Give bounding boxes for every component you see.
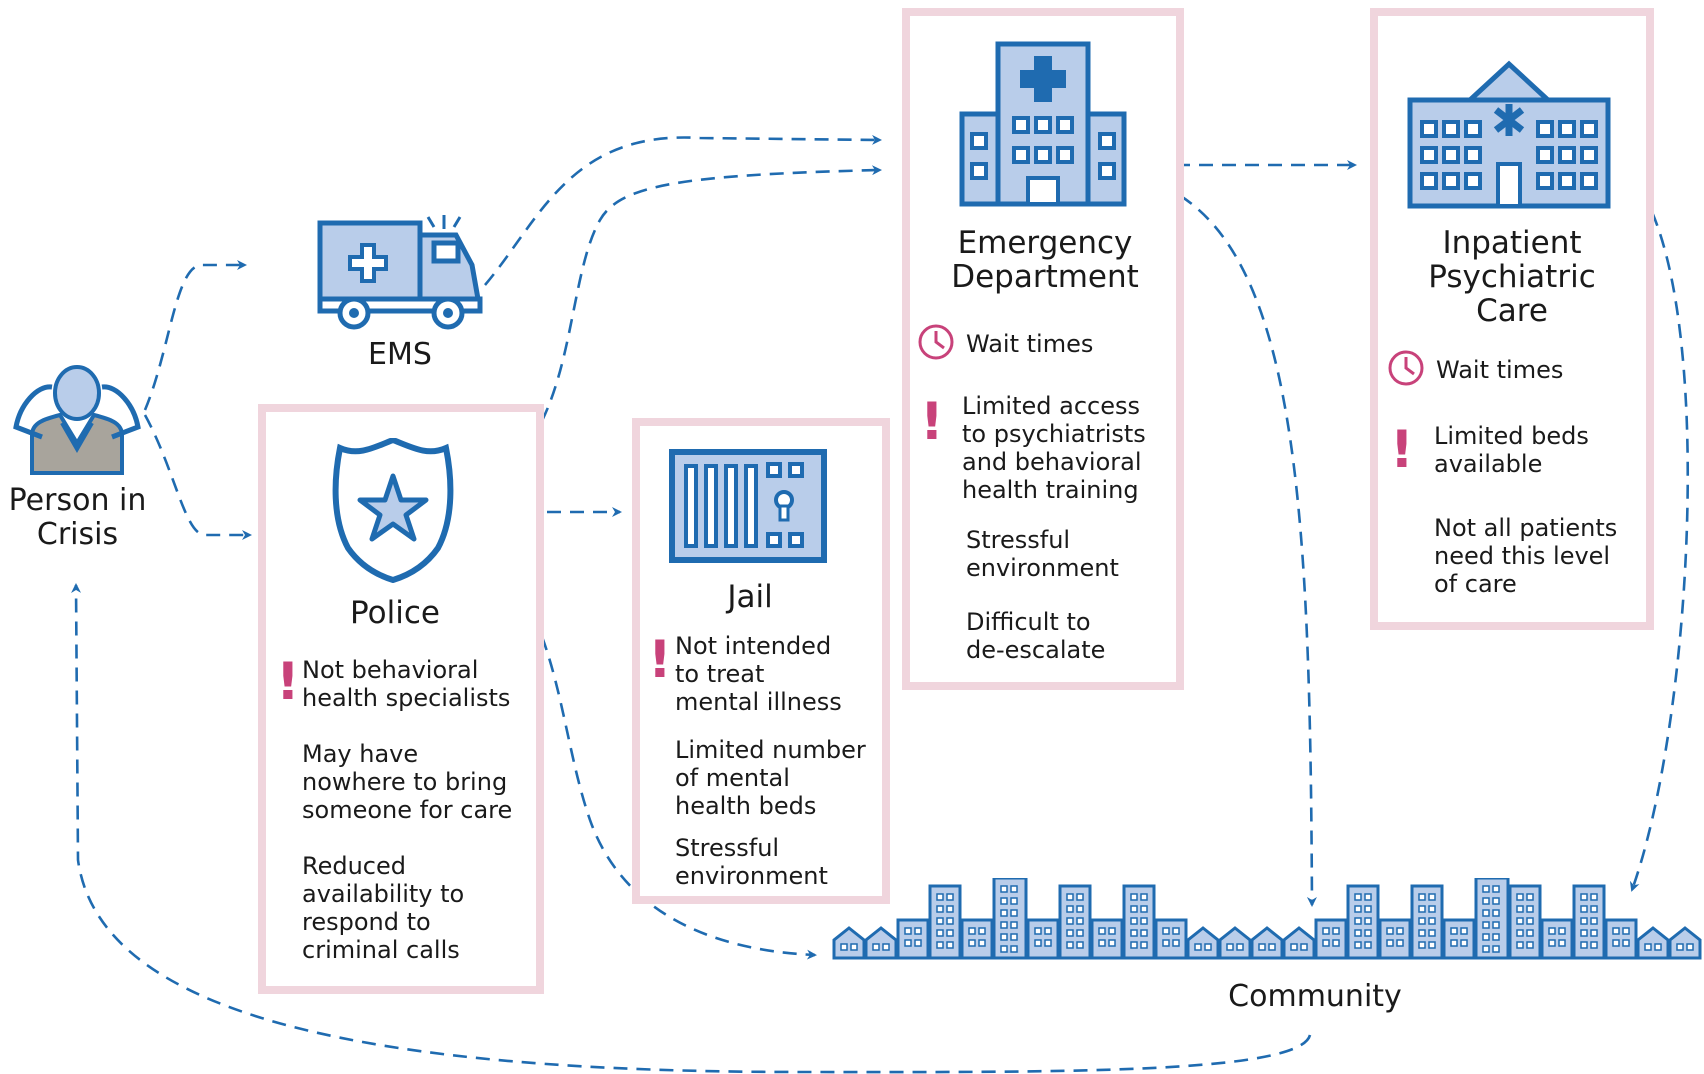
inpatient-label: Inpatient Psychiatric Care	[1428, 225, 1596, 329]
inpatient-note-2: Limited beds available	[1434, 422, 1589, 478]
police-note-2: May have nowhere to bring someone for ca…	[302, 740, 513, 824]
jail-note-3: Stressful environment	[675, 834, 828, 890]
police-badge-icon	[332, 438, 454, 583]
jail-label: Jail	[727, 579, 773, 615]
jail-note-2: Limited number of mental health beds	[675, 736, 866, 820]
person-label: Person in Crisis	[8, 483, 147, 552]
inpatient-clock-icon	[1388, 350, 1424, 386]
ed-note-2: Limited access to psychiatrists and beha…	[962, 392, 1146, 504]
police-note-1: Not behavioral health specialists	[302, 656, 511, 712]
ed-label: Emergency Department	[951, 225, 1139, 295]
jail-cell-icon	[669, 449, 827, 563]
jail-warning-icon: !	[648, 630, 672, 690]
ambulance-icon	[317, 215, 483, 330]
ed-note-4: Difficult to de-escalate	[966, 608, 1106, 664]
arrow-ed-to-community	[1159, 183, 1317, 907]
ed-clock-icon	[918, 324, 954, 360]
police-label: Police	[350, 595, 440, 631]
inpatient-warning-icon: !	[1390, 420, 1414, 480]
arrow-person-to-police	[143, 414, 252, 540]
person-in-crisis-icon	[13, 365, 141, 475]
hospital-building-icon	[959, 41, 1127, 207]
psychiatric-hospital-icon	[1407, 60, 1611, 209]
police-warning-icon: !	[276, 652, 300, 712]
inpatient-note-3: Not all patients need this level of care	[1434, 514, 1618, 598]
jail-note-1: Not intended to treat mental illness	[675, 632, 842, 716]
ed-note-3: Stressful environment	[966, 526, 1119, 582]
city-skyline-icon	[832, 878, 1702, 960]
arrow-person-to-ems	[143, 260, 247, 411]
ed-warning-icon: !	[920, 392, 944, 452]
community-label: Community	[1228, 979, 1402, 1014]
arrow-ems-to-ed	[484, 134, 882, 286]
ems-label: EMS	[368, 337, 432, 372]
arrow-inpatient-to-community	[1609, 158, 1689, 892]
inpatient-note-1: Wait times	[1436, 356, 1564, 384]
ed-note-1: Wait times	[966, 330, 1094, 358]
police-note-3: Reduced availability to respond to crimi…	[302, 852, 465, 964]
